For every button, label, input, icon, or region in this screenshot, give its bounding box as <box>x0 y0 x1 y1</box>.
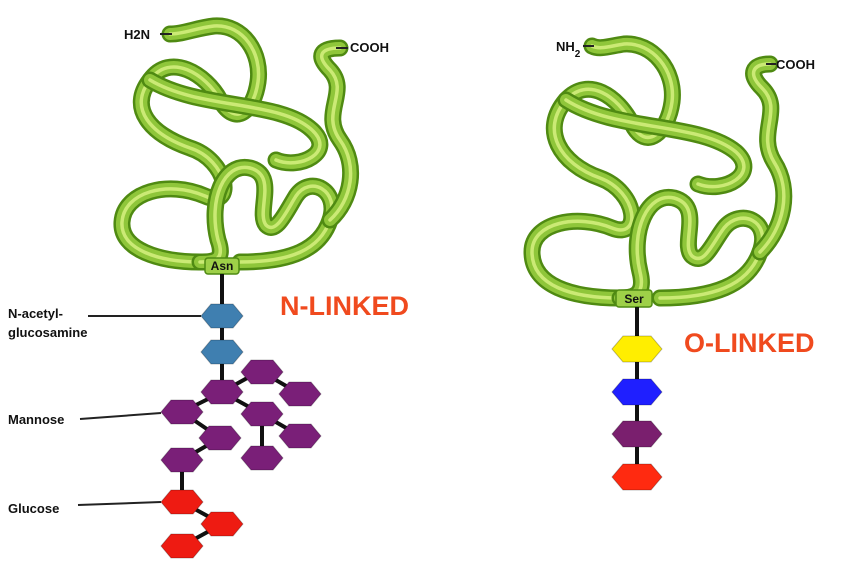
o-linked-panel: Ser NH2 COOH O-LINKED <box>523 35 815 491</box>
o-linked-glycan <box>611 335 663 491</box>
asn-label: Asn <box>211 259 234 273</box>
nag-1-icon <box>200 303 244 329</box>
o-sugar-3-icon <box>611 420 663 448</box>
glucose-1-icon <box>160 489 204 515</box>
o-sugar-1-icon <box>611 335 663 363</box>
o-linked-ser-residue: Ser <box>615 289 653 308</box>
o-linked-carboxyl-terminus: COOH <box>776 57 815 72</box>
o-linked-amino-terminus: NH2 <box>556 39 581 60</box>
n-linked-amino-terminus: H2N <box>124 27 150 42</box>
n-linked-carboxyl-terminus: COOH <box>350 40 389 55</box>
ser-label: Ser <box>624 292 644 306</box>
nag-label-line2: glucosamine <box>8 325 87 340</box>
n-linked-protein-icon <box>113 17 360 271</box>
n-linked-title: N-LINKED <box>280 291 409 321</box>
mannose-2-icon <box>240 359 284 385</box>
n-linked-asn-residue: Asn <box>204 257 240 275</box>
o-sugar-4-icon <box>611 463 663 491</box>
nag-label-line1: N-acetyl- <box>8 306 63 321</box>
mannose-4-icon <box>160 399 204 425</box>
o-sugar-2-icon <box>611 378 663 406</box>
glucose-label: Glucose <box>8 501 59 516</box>
glucose-2-icon <box>200 511 244 537</box>
mannose-6-icon <box>198 425 242 451</box>
mannose-3-icon <box>278 381 322 407</box>
mannose-1-icon <box>200 379 244 405</box>
glucose-3-icon <box>160 533 204 559</box>
n-linked-panel: Asn H2N COOH <box>8 17 409 559</box>
mannose-9-icon <box>160 447 204 473</box>
mannose-5-icon <box>240 401 284 427</box>
n-linked-glycan <box>160 303 322 559</box>
mannose-8-icon <box>240 445 284 471</box>
n-linked-labels: N-acetyl- glucosamine Mannose Glucose <box>8 306 201 516</box>
o-linked-title: O-LINKED <box>684 328 815 358</box>
mannose-label: Mannose <box>8 412 64 427</box>
nag-2-icon <box>200 339 244 365</box>
mannose-7-icon <box>278 423 322 449</box>
o-linked-protein-icon <box>523 35 793 307</box>
